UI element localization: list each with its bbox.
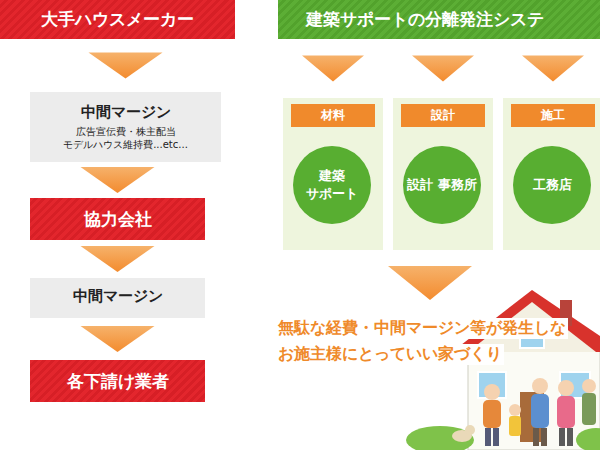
node-text: 設計 事務所	[407, 176, 477, 194]
panel-header: 設計	[401, 104, 485, 127]
big-chevron	[388, 266, 472, 300]
node-text: 中間マージン	[73, 287, 163, 306]
system-banner: 建築サポートの分離発注システ	[278, 0, 600, 39]
company-banner: 大手ハウスメーカー	[0, 0, 235, 39]
node-text: 協力会社	[84, 208, 152, 231]
node-text: 中間マージン	[81, 103, 171, 122]
node-text: 各下請け業者	[67, 370, 169, 393]
party-circle: 工務店	[513, 146, 591, 224]
family-figures	[452, 378, 596, 446]
node-text: 大手ハウスメーカー	[41, 8, 194, 31]
panel-header: 材料	[291, 104, 375, 127]
node-text: 建築サポートの分離発注システ	[306, 8, 544, 31]
node-text: 工務店	[533, 176, 572, 194]
party-circle: 建築 サポート	[293, 146, 371, 224]
chevron-arrow	[412, 56, 474, 82]
party-circle: 設計 事務所	[403, 146, 481, 224]
chevron-arrow	[302, 56, 364, 82]
margin-box: 中間マージン	[30, 278, 205, 318]
result-text: 無駄な経費・中間マージン等が発生しな	[276, 318, 568, 339]
result-text: お施主様にとっていい家づくり	[276, 344, 504, 365]
role-panel: 設計設計 事務所	[393, 98, 493, 250]
chevron-arrow	[522, 56, 584, 82]
node-text: 広告宣伝費・株主配当 モデルハウス維持費...etc...	[30, 125, 221, 151]
house-illustration	[406, 290, 600, 450]
role-panel: 材料建築 サポート	[283, 98, 383, 250]
margin-box: 中間マージン広告宣伝費・株主配当 モデルハウス維持費...etc...	[30, 92, 221, 162]
company-banner: 協力会社	[30, 198, 205, 240]
panel-header: 施工	[511, 104, 595, 127]
node-text: 建築 サポート	[293, 167, 371, 202]
company-banner: 各下請け業者	[30, 360, 205, 402]
role-panel: 施工工務店	[503, 98, 600, 250]
chevron-arrow	[89, 53, 163, 79]
chevron-arrow	[81, 326, 155, 352]
chevron-arrow	[81, 167, 155, 193]
chevron-arrow	[81, 246, 155, 272]
